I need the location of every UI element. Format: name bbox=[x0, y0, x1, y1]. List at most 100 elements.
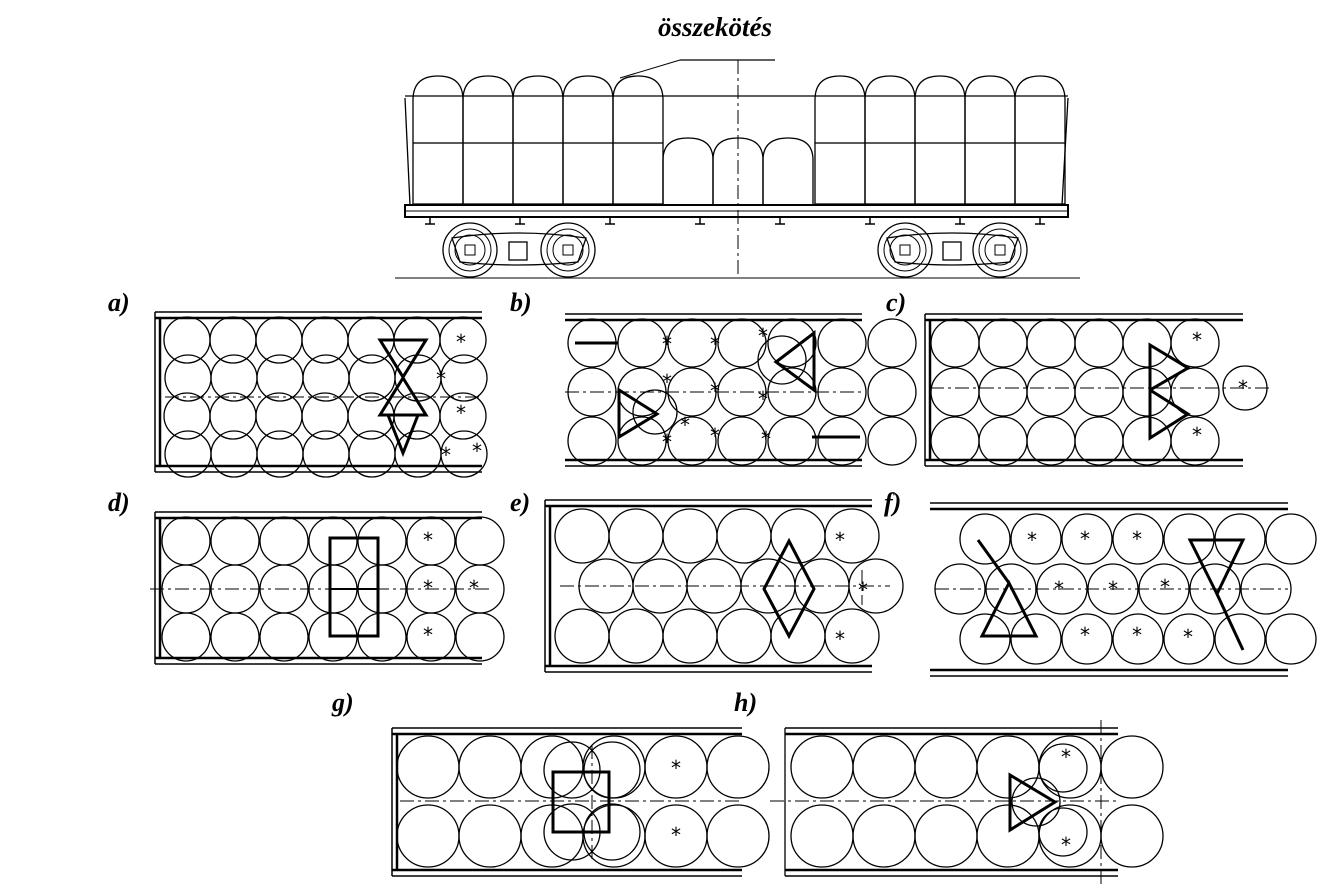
coil bbox=[1265, 613, 1317, 665]
coil bbox=[348, 354, 396, 402]
coil bbox=[867, 367, 917, 417]
coil-lower bbox=[462, 142, 514, 205]
coil-lower bbox=[612, 142, 664, 205]
securing-mark: * bbox=[662, 370, 672, 394]
coil bbox=[440, 354, 488, 402]
coil-lower bbox=[964, 142, 1016, 205]
panel-g-label: g) bbox=[332, 688, 354, 717]
coil bbox=[256, 430, 304, 478]
coil bbox=[852, 804, 916, 868]
coil bbox=[706, 804, 770, 868]
coil bbox=[161, 516, 211, 566]
securing-mark: * bbox=[1183, 625, 1193, 649]
coil bbox=[767, 416, 817, 466]
label-leader bbox=[619, 59, 681, 79]
securing-diamond bbox=[762, 537, 816, 640]
coil bbox=[930, 318, 980, 368]
coil bbox=[458, 804, 522, 868]
coil-upper bbox=[412, 75, 464, 143]
coil bbox=[259, 516, 309, 566]
coil-upper bbox=[612, 75, 664, 143]
bogie-frame bbox=[451, 232, 587, 266]
coil bbox=[301, 392, 349, 440]
securing-mark: * bbox=[671, 823, 681, 847]
securing-mark: * bbox=[1192, 423, 1202, 447]
securing-mark: * bbox=[758, 324, 768, 348]
securing-mark: * bbox=[710, 424, 720, 448]
bogie-frame bbox=[886, 232, 1019, 266]
coil bbox=[301, 316, 349, 364]
coil-lower bbox=[864, 142, 916, 205]
securing-mark: * bbox=[1061, 745, 1071, 769]
coil bbox=[959, 613, 1011, 665]
coil bbox=[1265, 513, 1317, 565]
coil bbox=[308, 516, 358, 566]
coil bbox=[608, 608, 664, 664]
coil-upper bbox=[964, 75, 1016, 143]
panel-h: ** bbox=[770, 720, 1164, 885]
coil bbox=[717, 416, 767, 466]
coil bbox=[1170, 318, 1220, 368]
securing-mark: * bbox=[710, 332, 720, 356]
coil bbox=[554, 508, 610, 564]
wheel-inner bbox=[546, 228, 590, 272]
securing-mark: * bbox=[423, 623, 433, 647]
coil bbox=[1061, 613, 1113, 665]
securing-mark: * bbox=[1132, 623, 1142, 647]
securing-triangle bbox=[617, 387, 660, 440]
coil bbox=[930, 367, 980, 417]
coil-upper bbox=[814, 75, 866, 143]
coil-lower bbox=[562, 142, 614, 205]
securing-mark: * bbox=[423, 528, 433, 552]
coil bbox=[210, 516, 260, 566]
coil bbox=[1163, 613, 1215, 665]
coil bbox=[824, 608, 880, 664]
securing-mark: * bbox=[456, 330, 466, 354]
securing-mark: * bbox=[710, 379, 720, 403]
coil bbox=[667, 318, 717, 368]
securing-mark: * bbox=[1192, 328, 1202, 352]
securing-mark: * bbox=[835, 627, 845, 651]
coil bbox=[210, 354, 258, 402]
coil bbox=[210, 430, 258, 478]
securing-mark: * bbox=[436, 367, 446, 391]
coil bbox=[914, 735, 978, 799]
coil bbox=[1026, 318, 1076, 368]
coil bbox=[716, 608, 772, 664]
coil bbox=[163, 392, 211, 440]
securing-mark: * bbox=[1238, 376, 1248, 400]
coil-shifted bbox=[632, 389, 678, 435]
coil bbox=[1074, 367, 1124, 417]
coil bbox=[209, 316, 257, 364]
coil bbox=[458, 735, 522, 799]
axle-box bbox=[994, 244, 1006, 256]
securing-triangle bbox=[773, 329, 816, 393]
coil bbox=[440, 430, 488, 478]
bogie-left bbox=[442, 222, 596, 278]
coil bbox=[209, 392, 257, 440]
securing-rectangle bbox=[328, 536, 380, 638]
coil bbox=[1122, 367, 1172, 417]
securing-mark: * bbox=[1080, 527, 1090, 551]
securing-mark: * bbox=[671, 756, 681, 780]
coil bbox=[259, 612, 309, 662]
coil bbox=[396, 735, 460, 799]
coil-lower bbox=[512, 142, 564, 205]
coil bbox=[1061, 513, 1113, 565]
coil bbox=[852, 735, 916, 799]
coil bbox=[867, 318, 917, 368]
coil bbox=[1214, 613, 1266, 665]
coil bbox=[770, 508, 826, 564]
axle-box bbox=[464, 244, 476, 256]
coil bbox=[617, 416, 667, 466]
coil bbox=[1122, 416, 1172, 466]
panel-b: ********** bbox=[565, 313, 917, 467]
panel-f-label: f) bbox=[884, 488, 902, 517]
coil-lower bbox=[914, 142, 966, 205]
coil bbox=[662, 608, 718, 664]
connection-label: összekötés bbox=[658, 12, 772, 42]
coil bbox=[164, 354, 212, 402]
bogie-right bbox=[877, 222, 1028, 278]
securing-mark: * bbox=[1160, 575, 1170, 599]
coil bbox=[455, 516, 505, 566]
